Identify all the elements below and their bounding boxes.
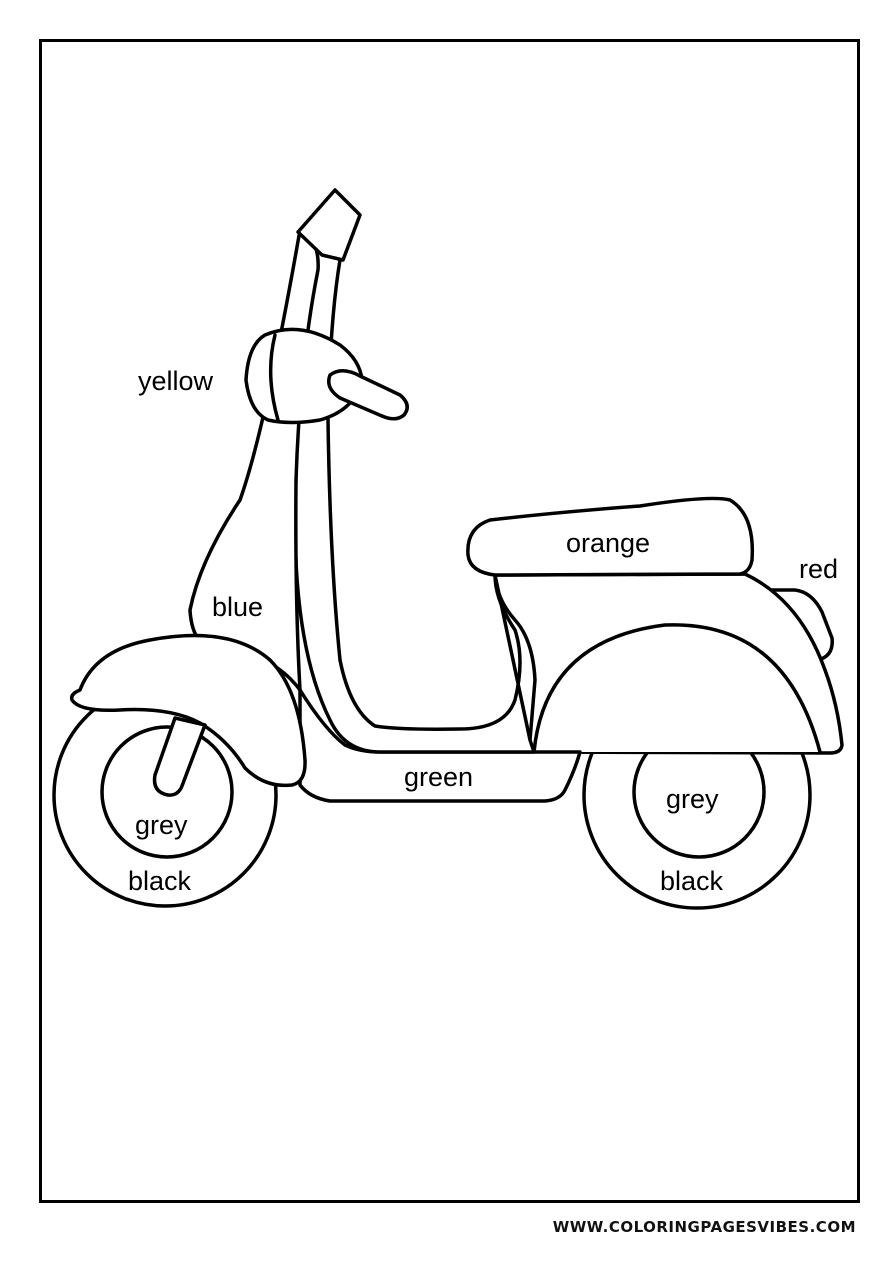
steering-stem xyxy=(296,188,362,262)
handlebar xyxy=(327,369,409,421)
page-border xyxy=(39,39,860,1203)
website-footer: WWW.COLORINGPAGESVIBES.COM xyxy=(552,1218,856,1236)
label-rear-tire: black xyxy=(660,866,724,896)
rear-fender xyxy=(532,623,822,754)
label-front-tire: black xyxy=(128,866,192,896)
front-fork xyxy=(152,716,207,797)
front-fender xyxy=(69,633,307,788)
label-footboard: green xyxy=(404,762,474,792)
label-front-body: blue xyxy=(212,592,264,622)
headlight-lens xyxy=(268,333,280,422)
label-front-hub: grey xyxy=(135,810,188,840)
label-seat: orange xyxy=(566,528,651,558)
footboard xyxy=(298,688,582,803)
label-tail-light: red xyxy=(799,554,839,584)
label-headlight: yellow xyxy=(138,366,214,396)
seat xyxy=(466,496,755,577)
label-rear-hub: grey xyxy=(666,784,719,814)
leg-shield xyxy=(293,246,536,754)
